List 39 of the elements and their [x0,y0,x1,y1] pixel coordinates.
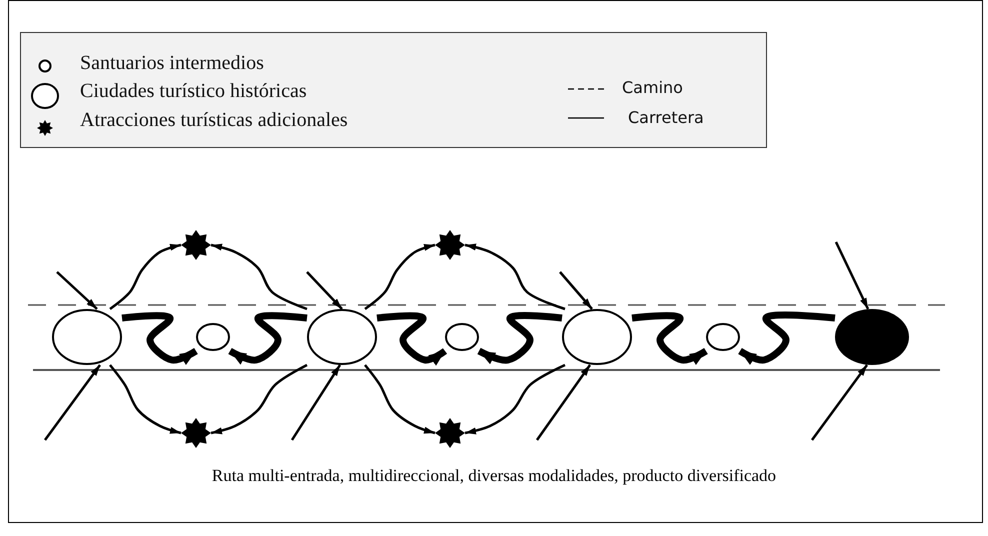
arrow [306,271,343,310]
arrow [464,244,566,310]
arrow [632,312,708,365]
legend-label: Santuarios intermedios [80,52,264,75]
arrow [536,364,592,441]
city-circle [562,309,632,365]
arrow [44,364,101,441]
sanctuary-circle [445,323,479,351]
star-shape [435,230,465,260]
star-shape [181,418,211,448]
arrow [109,364,182,434]
filled-circle [835,309,909,365]
star-shape [181,230,211,260]
arrow [811,364,868,441]
legend-label: Camino [622,78,683,97]
arrow [364,244,436,310]
sanctuary-circle [706,323,740,351]
arrow [477,312,562,364]
arrow [56,271,98,310]
arrow [364,364,436,434]
legend-label: Atracciones turísticas adicionales [80,109,348,132]
city-circle [52,309,122,365]
caption: Ruta multi-entrada, multidireccional, diversas modalidades, producto diversificado [212,466,776,485]
arrow [122,312,198,365]
legend-label: Ciudades turístico históricas [80,80,307,103]
arrow [210,244,308,310]
arrow [228,312,308,365]
sanctuary-circle [196,323,230,351]
arrow [290,364,342,441]
arrow [738,312,836,365]
star-shape [435,418,465,448]
arrow [559,271,593,310]
arrow [109,244,182,310]
city-circle [307,309,377,365]
arrow [834,241,870,310]
arrow [464,364,566,434]
arrow [376,312,448,366]
legend-label: Carretera [628,108,704,127]
arrow [210,364,308,434]
